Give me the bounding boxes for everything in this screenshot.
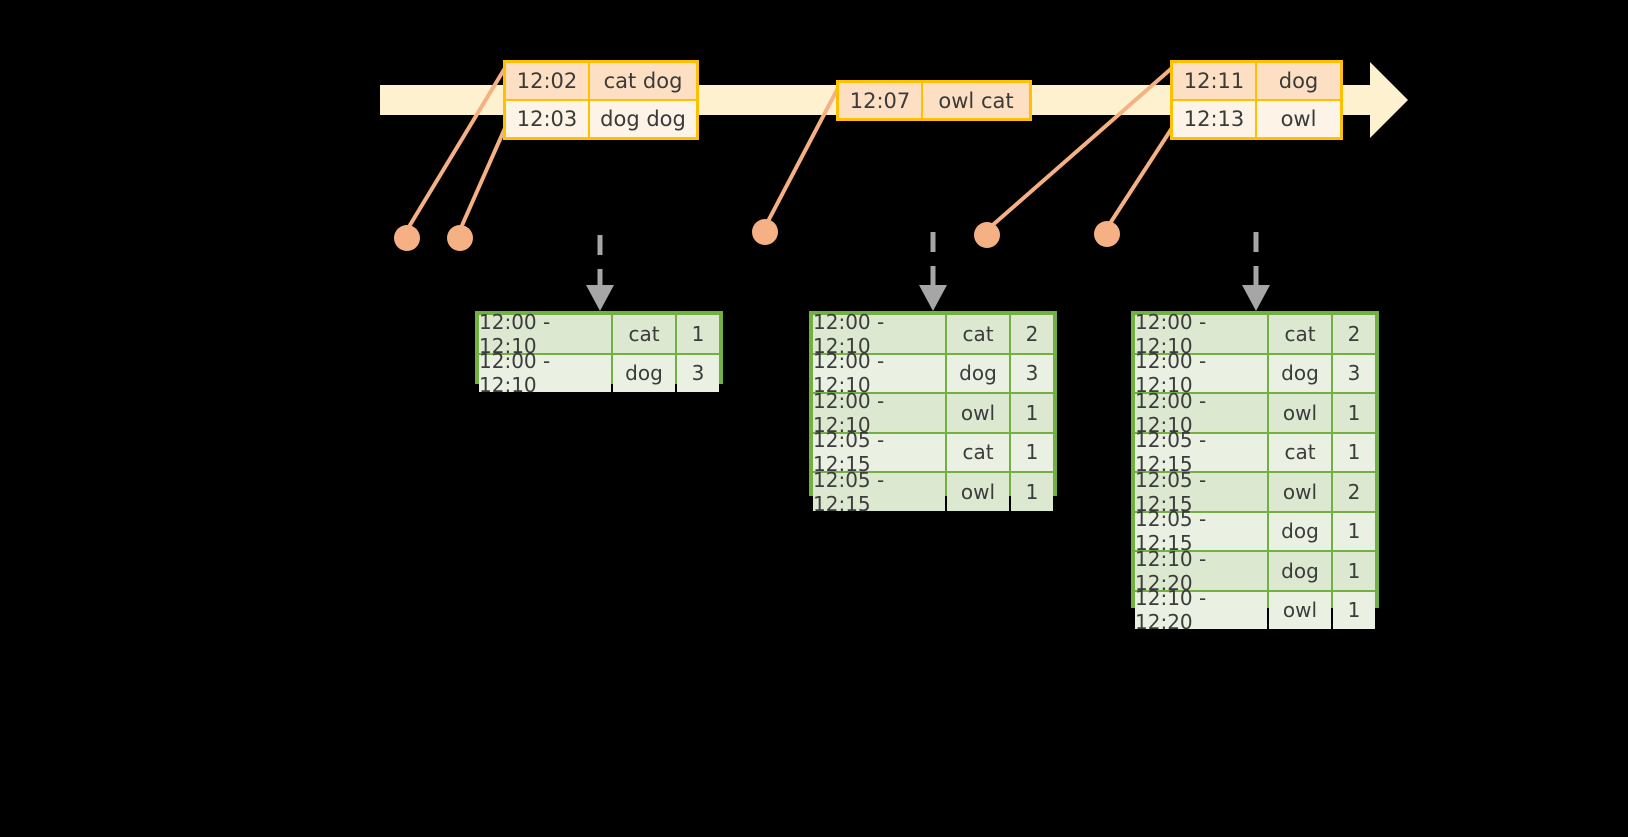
cell-window: 12:05 - 12:15 [813, 468, 945, 516]
marker-dot-3[interactable] [752, 219, 778, 245]
cell-word: owl [1269, 394, 1331, 432]
cell-count: 3 [677, 354, 719, 392]
cell-count: 1 [1333, 394, 1375, 432]
cell-word: owl [947, 394, 1009, 432]
cell-count: 1 [1333, 433, 1375, 471]
cell-word: owl [1269, 591, 1331, 629]
cell-window: 12:00 - 12:10 [1135, 349, 1267, 397]
event-time: 12:07 [839, 83, 923, 118]
cell-count: 2 [1333, 315, 1375, 353]
cell-word: dog [947, 354, 1009, 392]
cell-window: 12:05 - 12:15 [813, 428, 945, 476]
cell-count: 2 [1333, 473, 1375, 511]
cell-window: 12:00 - 12:10 [1135, 389, 1267, 437]
marker-dot-4[interactable] [974, 222, 1000, 248]
cell-count: 1 [1333, 512, 1375, 550]
cell-window: 12:05 - 12:15 [1135, 428, 1267, 476]
event-row[interactable]: 12:03 dog dog [506, 101, 696, 137]
marker-dot-2[interactable] [447, 225, 473, 251]
event-time: 12:03 [506, 101, 590, 137]
connector-1 [405, 66, 507, 232]
cell-window: 12:10 - 12:20 [1135, 586, 1267, 634]
cell-window: 12:05 - 12:15 [1135, 507, 1267, 555]
event-payload: owl cat [923, 83, 1029, 118]
connector-3 [763, 87, 840, 228]
cell-window: 12:00 - 12:10 [813, 349, 945, 397]
cell-count: 1 [1333, 591, 1375, 629]
event-row[interactable]: 12:13 owl [1173, 101, 1340, 137]
cell-count: 1 [1333, 552, 1375, 590]
event-group-3[interactable]: 12:11 dog 12:13 owl [1170, 60, 1343, 140]
cell-window: 12:00 - 12:10 [813, 389, 945, 437]
event-row[interactable]: 12:07 owl cat [839, 83, 1029, 118]
cell-word: dog [1269, 552, 1331, 590]
event-payload: dog [1257, 63, 1340, 99]
cell-window: 12:00 - 12:10 [813, 310, 945, 358]
marker-dot-1[interactable] [394, 225, 420, 251]
event-time: 12:13 [1173, 101, 1257, 137]
cell-word: dog [613, 354, 675, 392]
cell-count: 1 [677, 315, 719, 353]
cell-word: owl [947, 473, 1009, 511]
cell-word: cat [947, 315, 1009, 353]
down-arrow-2 [919, 232, 947, 311]
cell-count: 2 [1011, 315, 1053, 353]
event-payload: dog dog [590, 101, 696, 137]
event-payload: owl [1257, 101, 1340, 137]
cell-window: 12:05 - 12:15 [1135, 468, 1267, 516]
result-arrows [586, 232, 1270, 311]
event-group-2[interactable]: 12:07 owl cat [836, 80, 1032, 121]
cell-word: cat [1269, 433, 1331, 471]
cell-word: owl [1269, 473, 1331, 511]
event-row[interactable]: 12:02 cat dog [506, 63, 696, 101]
cell-count: 3 [1333, 354, 1375, 392]
cell-count: 1 [1011, 394, 1053, 432]
cell-count: 1 [1011, 473, 1053, 511]
event-time: 12:02 [506, 63, 590, 99]
cell-count: 1 [1011, 433, 1053, 471]
cell-word: dog [1269, 512, 1331, 550]
cell-word: cat [947, 433, 1009, 471]
cell-window: 12:00 - 12:10 [1135, 310, 1267, 358]
connector-5 [1105, 126, 1174, 230]
event-payload: cat dog [590, 63, 696, 99]
cell-word: dog [1269, 354, 1331, 392]
down-arrow-3 [1242, 232, 1270, 311]
down-arrow-1 [586, 235, 614, 311]
cell-word: cat [1269, 315, 1331, 353]
cell-window: 12:00 - 12:10 [479, 349, 611, 397]
event-group-1[interactable]: 12:02 cat dog 12:03 dog dog [503, 60, 699, 140]
cell-window: 12:00 - 12:10 [479, 310, 611, 358]
event-row[interactable]: 12:11 dog [1173, 63, 1340, 101]
connector-2 [458, 127, 507, 231]
cell-count: 3 [1011, 354, 1053, 392]
event-time: 12:11 [1173, 63, 1257, 99]
marker-dot-5[interactable] [1094, 221, 1120, 247]
cell-word: cat [613, 315, 675, 353]
cell-window: 12:10 - 12:20 [1135, 547, 1267, 595]
